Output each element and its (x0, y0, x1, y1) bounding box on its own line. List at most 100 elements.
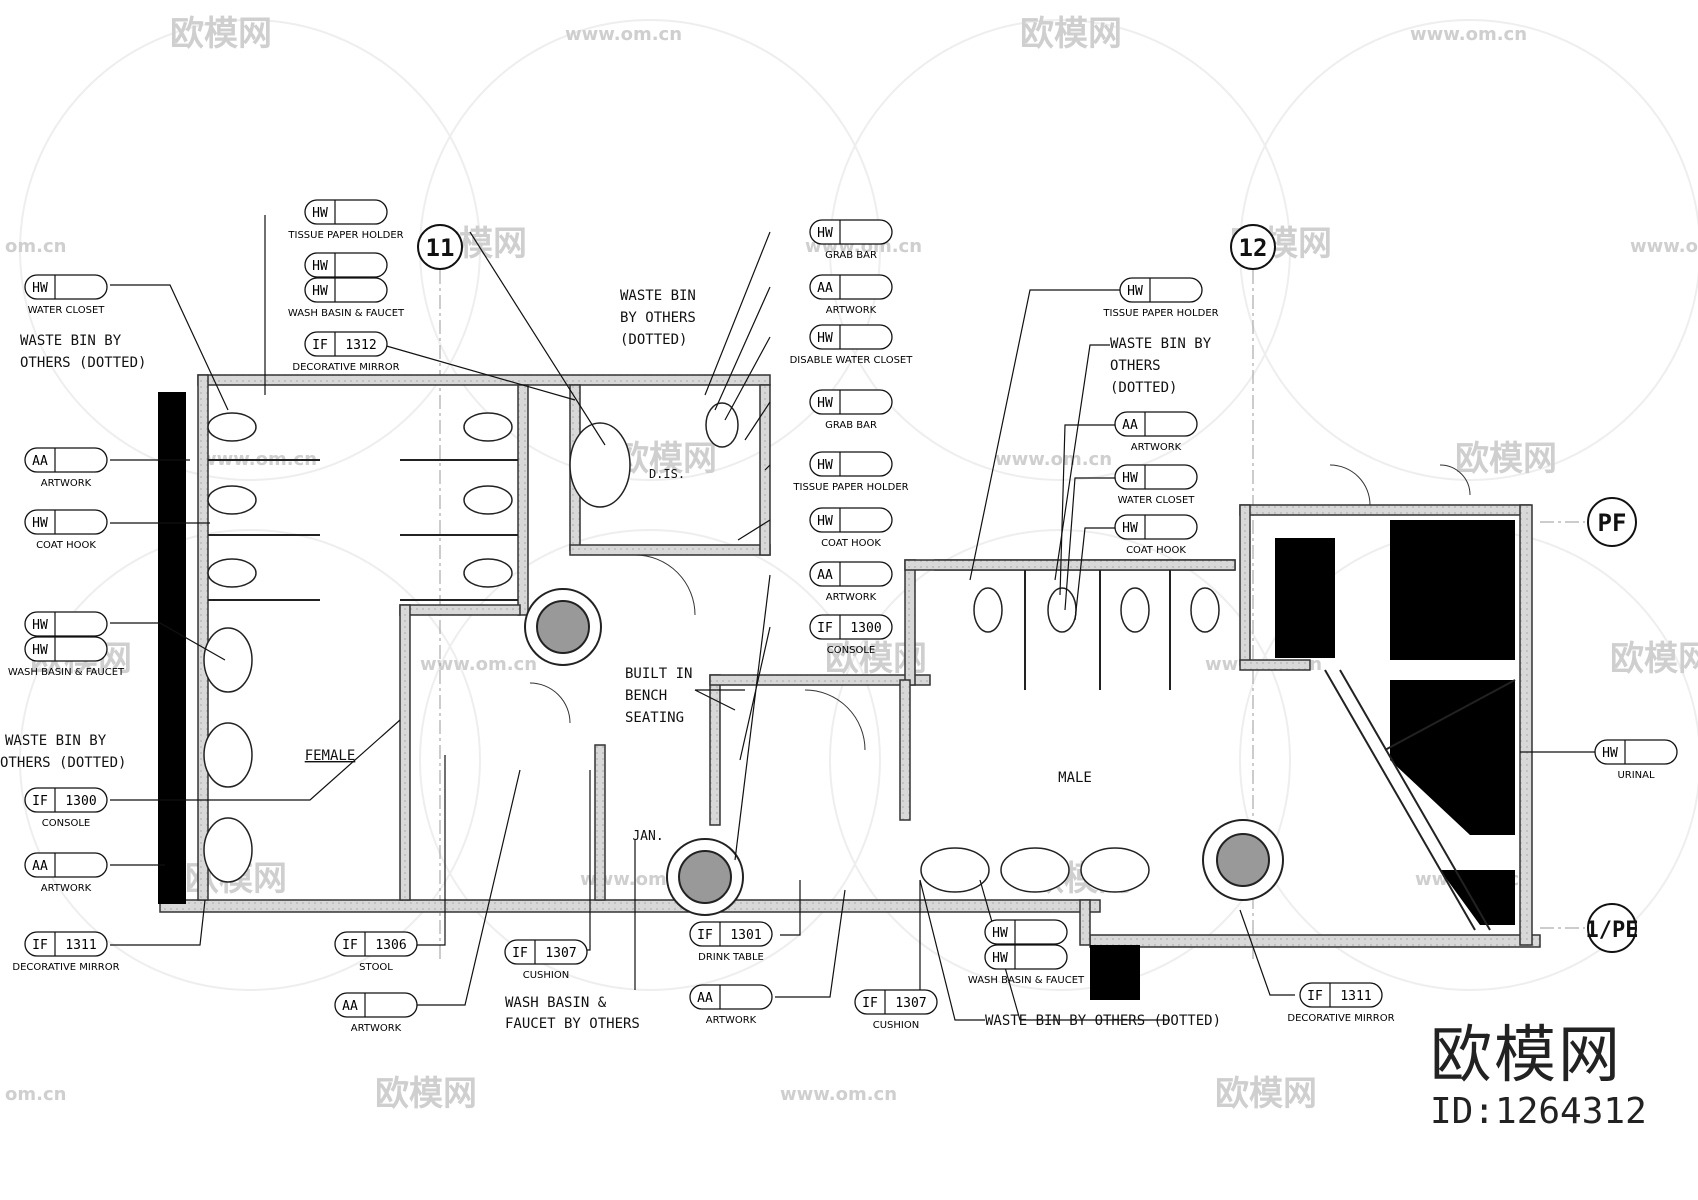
tag-label: DISABLE WATER CLOSET (790, 355, 914, 366)
wm-brand-9: 欧模网 (1610, 639, 1698, 679)
note-waste-bin-center-2: BY OTHERS (620, 310, 696, 326)
tag-label: URINAL (1617, 770, 1655, 781)
tag-code: IF (1307, 989, 1323, 1004)
note-waste-bin-center-3: (DOTTED) (620, 332, 687, 348)
tag-code: AA (1122, 418, 1138, 433)
tag-label: GRAB BAR (825, 420, 877, 431)
tag-label: ARTWORK (351, 1023, 402, 1034)
tag-number: 1307 (545, 946, 576, 961)
tag-t_hw_tph_c: HW TISSUE PAPER HOLDER (792, 451, 909, 493)
tag-number: 1311 (65, 938, 96, 953)
note-waste-bin-left-top-2: OTHERS (DOTTED) (20, 355, 146, 371)
tag-number: 1300 (850, 621, 881, 636)
tag-label: ARTWORK (41, 883, 92, 894)
wm-brand-5: 欧模网 (615, 439, 717, 479)
tag-label: ARTWORK (826, 592, 877, 603)
note-waste-bin-left-top-1: WASTE BIN BY (20, 333, 122, 349)
wm-url-3: om.cn (5, 236, 66, 257)
tag-code: AA (32, 859, 48, 874)
tag-code: HW (32, 643, 48, 658)
tag-t_hw_wb_l4: HW WASH BASIN & FAUCET (8, 636, 125, 678)
tag-code: IF (312, 338, 328, 353)
note-waste-bin-right-2: OTHERS (1110, 358, 1161, 374)
room-label-jan: JAN. (632, 829, 663, 844)
tag-label: CONSOLE (827, 645, 875, 656)
tag-code: IF (32, 794, 48, 809)
room-label-female: FEMALE (305, 748, 356, 764)
tag-code: IF (862, 996, 878, 1011)
tag-code: HW (32, 281, 48, 296)
wm-brand-6: 欧模网 (1455, 439, 1557, 479)
tag-code: AA (32, 454, 48, 469)
wm-url-1: www.om.cn (565, 24, 682, 45)
tag-label: CUSHION (873, 1020, 919, 1031)
note-waste-bin-right-3: (DOTTED) (1110, 380, 1177, 396)
round-tables (524, 588, 1284, 916)
wm-brand-1: 欧模网 (170, 14, 272, 54)
urinal-wall (1324, 669, 1516, 931)
tag-number: 1312 (345, 338, 376, 353)
brand-watermark: 欧模网 ID:1264312 (1430, 1020, 1647, 1134)
toilets (207, 402, 1220, 633)
grid-label-12: 12 (1239, 234, 1268, 262)
tag-code: AA (342, 999, 358, 1014)
tag-code: AA (697, 991, 713, 1006)
stall-partitions (208, 459, 1171, 690)
room-label-male: MALE (1058, 770, 1092, 786)
note-bench-2: BENCH (625, 688, 667, 704)
tag-code: HW (817, 331, 833, 346)
tag-label: WATER CLOSET (28, 305, 106, 316)
tag-label: DECORATIVE MIRROR (12, 962, 119, 973)
wm-brand-13: 欧模网 (1215, 1074, 1317, 1114)
note-wash-basin-others-1: WASH BASIN & (505, 995, 607, 1011)
grid-bubble-12 (1230, 224, 1276, 270)
tag-code: HW (817, 514, 833, 529)
tag-label: CUSHION (523, 970, 569, 981)
tag-label: WASH BASIN & FAUCET (8, 667, 125, 678)
tag-label: CONSOLE (42, 818, 90, 829)
sinks (203, 422, 1150, 893)
tag-code: HW (817, 458, 833, 473)
tag-code: HW (32, 618, 48, 633)
note-waste-bin-left-mid-1: WASTE BIN BY (5, 733, 107, 749)
tag-t_hw_wc_r: HW WATER CLOSET (1114, 464, 1198, 506)
tag-label: DECORATIVE MIRROR (1287, 1013, 1394, 1024)
brand-id-label: ID:1264312 (1430, 1091, 1647, 1132)
tag-t_aa_art_l3: AA ARTWORK (334, 992, 418, 1034)
grid-label-pf: PF (1598, 509, 1627, 537)
tag-code: IF (342, 938, 358, 953)
tag-label: COAT HOOK (36, 540, 96, 551)
tag-code: HW (817, 226, 833, 241)
tag-code: HW (1122, 471, 1138, 486)
note-bench-1: BUILT IN (625, 666, 692, 682)
note-wash-basin-others-2: FAUCET BY OTHERS (505, 1016, 640, 1032)
tag-code: HW (312, 206, 328, 221)
solid-masses (158, 392, 1515, 1000)
tag-label: TISSUE PAPER HOLDER (792, 482, 908, 493)
grid-label-1pe: 1/PE (1586, 918, 1639, 943)
tag-code: HW (817, 396, 833, 411)
wm-url-13: www.om.cn (780, 1084, 897, 1105)
tag-code: IF (697, 928, 713, 943)
tag-code: HW (992, 951, 1008, 966)
tag-label: WATER CLOSET (1118, 495, 1196, 506)
tag-code: HW (312, 259, 328, 274)
wm-url-12: om.cn (5, 1084, 66, 1105)
